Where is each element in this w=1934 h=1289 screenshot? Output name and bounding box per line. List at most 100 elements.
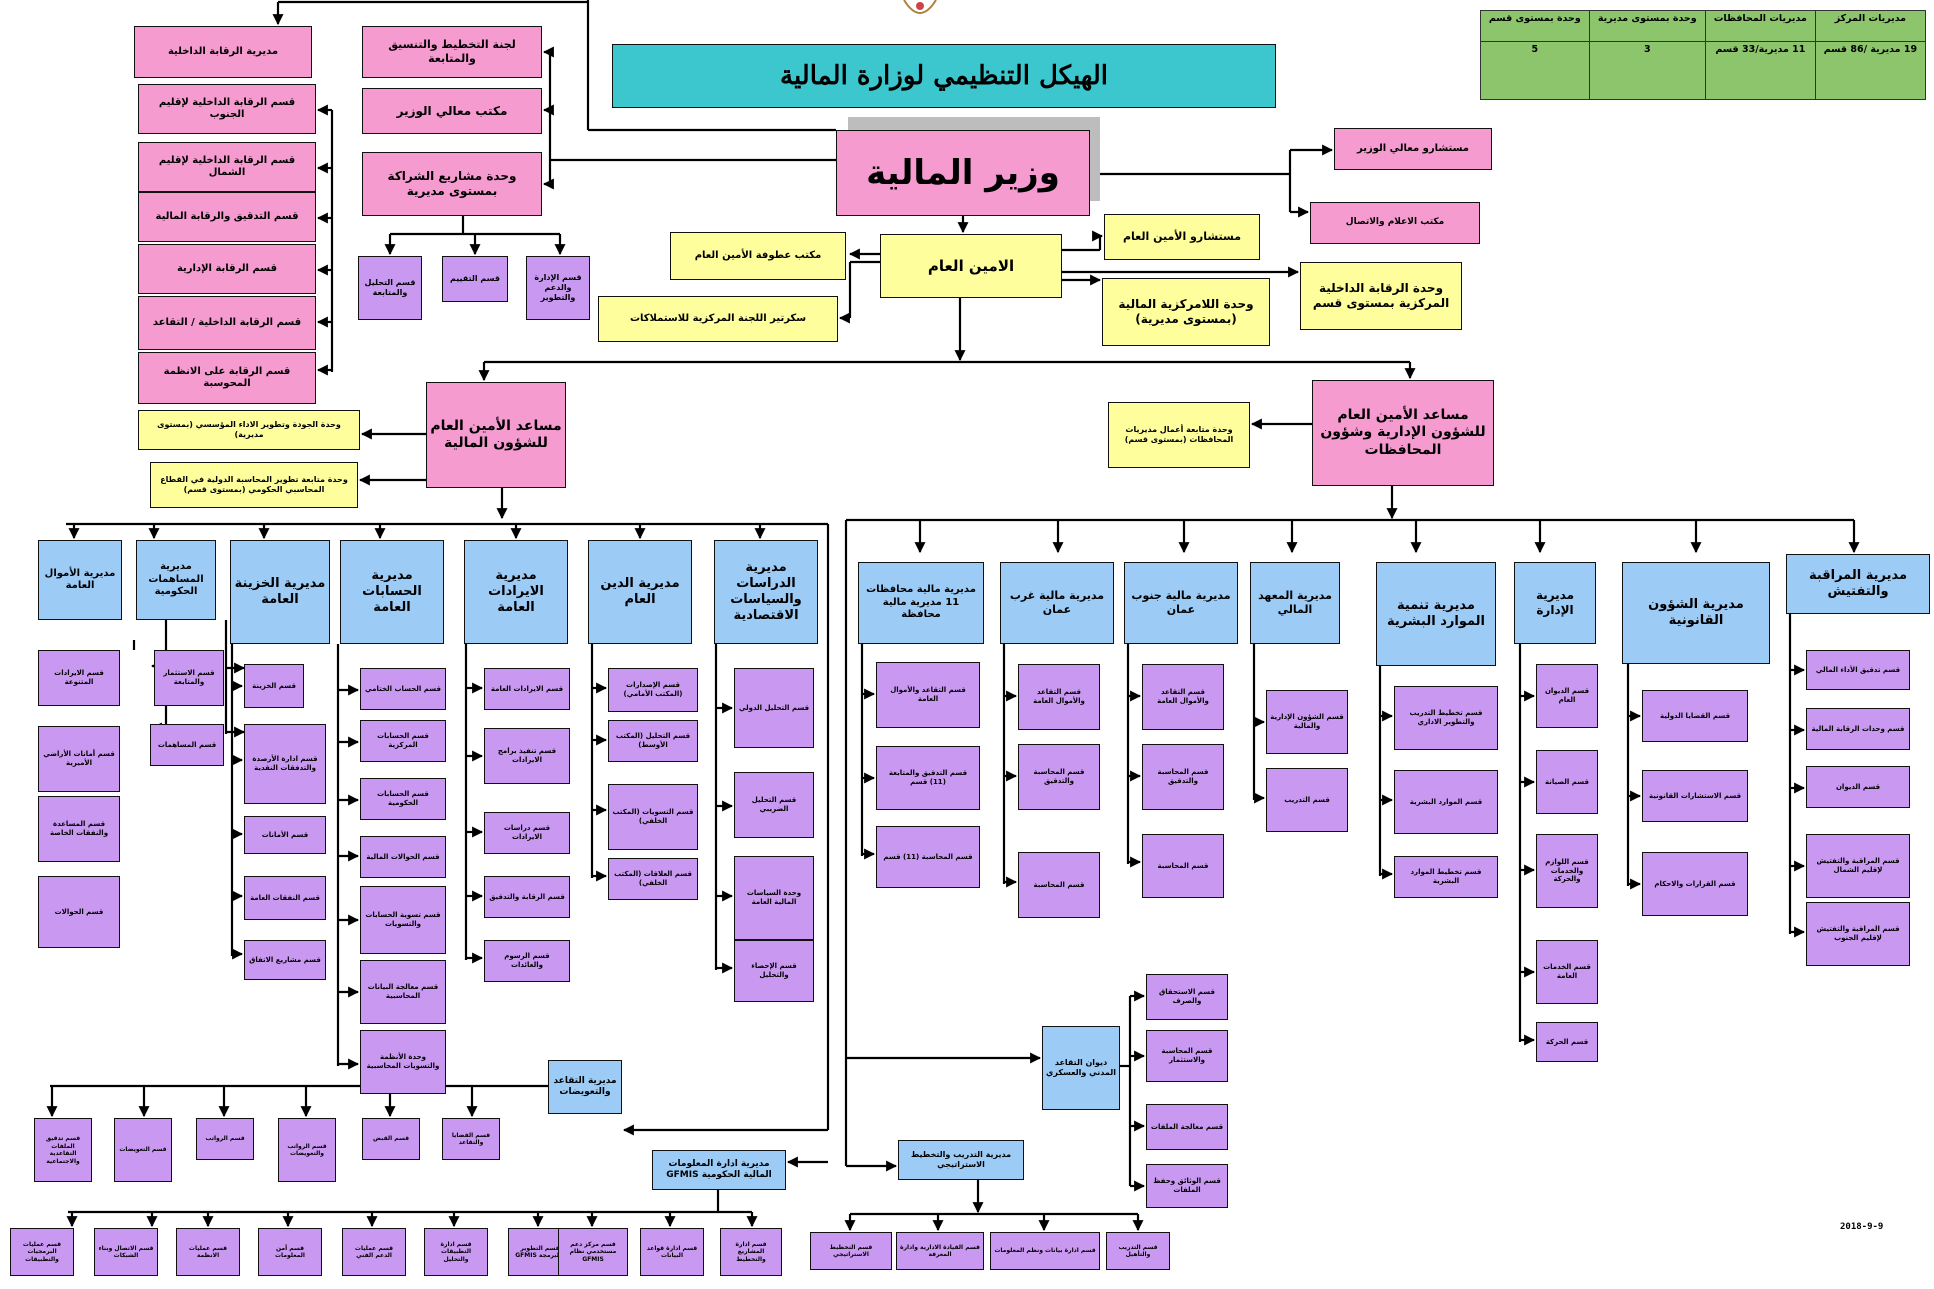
summary-header-4: وحدة بمستوى قسم [1480,10,1590,42]
org-unit-c-is-5: قسم المراقبة والتفتيش لإقليم الجنوب [1806,902,1910,966]
org-unit-c-pn-2: قسم المحاسبة والاستثمار [1146,1030,1228,1082]
summary-value-1: 19 مديرية /86 قسم [1814,41,1927,100]
org-unit-c-gf-1: قسم التقاعد والأموال العامة [876,662,980,728]
org-unit-c-sa-3: قسم المحاسبة [1142,834,1224,898]
org-unit-c-lg-2: قسم الاستشارات القانونية [1642,770,1748,822]
org-unit-c-rev-4: قسم الرقابة والتدقيق [484,876,570,918]
org-unit-c-debt-1: قسم الإصدارات (المكتب الأمامي) [608,668,698,712]
summary-header-1: مديريات المركز [1814,10,1927,42]
org-unit-c-rt-1: قسم تدقيق الملفات التقاعدية والاجتماعية [34,1118,92,1182]
org-unit-dir-legal: مديرية الشؤون القانونية [1622,562,1770,664]
org-unit-c-gm-4: قسم أمن المعلومات [258,1228,322,1276]
org-unit-asg-fin: مساعد الأمين العام للشؤون المالية [426,382,566,488]
org-unit-c-rev-5: قسم الرسوم والعائدات [484,940,570,982]
org-unit-c-rev-1: قسم الايرادات العامة [484,668,570,710]
org-unit-ppp-c1: قسم التحليل والمتابعة [358,256,422,320]
org-unit-ia-fin: قسم التدقيق والرقابة المالية [138,192,316,242]
org-unit-c-acc-6: قسم معالجة البيانات المحاسبية [360,960,446,1024]
org-unit-dir-studies: مديرية الدراسات والسياسات الاقتصادية [714,540,818,644]
org-unit-dir-institute: مديرية المعهد المالي [1250,562,1340,644]
org-unit-c-gm-5: قسم عمليات الدعم الفني [342,1228,406,1276]
org-unit-c-rev-3: قسم دراسات الايرادات [484,812,570,854]
org-unit-c-rt-2: قسم التعويضات [114,1118,172,1182]
org-unit-c-ad-1: قسم الديوان العام [1536,664,1598,728]
org-unit-dir-south-amman: مديرية مالية جنوب عمان [1124,562,1238,644]
org-unit-advisors: مستشارو معالي الوزير [1334,128,1492,170]
org-unit-c-tr-2: قسم ادارة الأرصدة والتدفقات النقدية [244,724,326,804]
summary-table: مديريات المركز مديريات المحافظات وحدة بم… [1480,10,1927,100]
org-unit-c-rt-4: قسم الرواتب والتعويضات [278,1118,336,1182]
org-unit-c-ad-2: قسم الصيانة [1536,750,1598,814]
org-unit-asg-adm: مساعد الأمين العام للشؤون الإدارية وشؤون… [1312,380,1494,486]
org-unit-c-lg-1: قسم القضايا الدولية [1642,690,1748,742]
summary-table-header-row: مديريات المركز مديريات المحافظات وحدة بم… [1480,10,1927,42]
org-unit-quality-unit: وحدة الجودة وتطوير الاداء المؤسسي (بمستو… [138,410,360,450]
chart-title: الهيكل التنظيمي لوزارة المالية [612,44,1276,108]
org-unit-ia-admin: قسم الرقابة الإدارية [138,244,316,294]
org-unit-sg-office: مكتب عطوفة الأمين العام [670,232,846,280]
org-unit-c-acc-4: قسم الحوالات المالية [360,836,446,878]
org-unit-c-tr-5: قسم مشاريع الاتفاق [244,940,326,980]
org-unit-dir-admin: مديرية الإدارة [1514,562,1596,644]
org-unit-c-rev-2: قسم تنفيذ برامج الايرادات [484,728,570,784]
org-unit-c-gm-9: قسم ادارة قواعد البيانات [640,1228,704,1276]
org-unit-dir-pension: ديوان التقاعد المدني والعسكري [1042,1026,1120,1110]
org-unit-dir-gov-fin: مديرية مالية محافظات 11 مديرية مالية محا… [858,562,984,644]
summary-value-4: 5 [1480,41,1590,100]
org-unit-invest-sec: سكرتير اللجنة المركزية للاستملاكات [598,296,838,342]
org-unit-ppp-unit: وحدة مشاريع الشراكة بمستوى مديرية [362,152,542,216]
org-unit-c-st-2: قسم التحليل الضريبي [734,772,814,838]
org-unit-internal-audit: مديرية الرقابة الداخلية [134,26,312,78]
org-unit-c-in-1: قسم الشؤون الإدارية والمالية [1266,690,1348,754]
org-unit-sg-advisors: مستشارو الأمين العام [1104,214,1260,260]
org-unit-c-tr-3: قسم الأمانات [244,816,326,854]
org-unit-c-is-4: قسم المراقبة والتفتيش لإقليم الشمال [1806,834,1910,898]
org-unit-minister: وزير المالية [836,130,1090,216]
org-unit-dir-training: مديرية التدريب والتخطيط الاستراتيجي [898,1140,1024,1180]
org-unit-c-pn-4: قسم الوثائق وحفظ الملفات [1146,1164,1228,1208]
org-unit-c-ad-4: قسم الخدمات العامة [1536,940,1598,1004]
chart-date: 2018-9-9 [1840,1222,1884,1232]
org-unit-c-assets-1: قسم الايرادات المتنوعة [38,650,120,706]
org-unit-c-acc-7: وحدة الأنظمة والتسويات المحاسبية [360,1030,446,1094]
org-unit-c-lg-3: قسم القرارات والاحكام [1642,852,1748,916]
org-unit-reform-unit: وحدة متابعة تطوير المحاسبة الدولية في ال… [150,462,358,508]
org-unit-c-gm-10: قسم ادارة المشاريع والتخطيط [720,1228,782,1276]
org-unit-c-pn-1: قسم الاستحقاق والصرف [1146,974,1228,1020]
org-unit-dir-treasury: مديرية الخزينة العامة [230,540,330,644]
org-unit-c-rt-5: قسم القبض [362,1118,420,1160]
summary-value-2: 11 مديرية/33 قسم [1704,41,1816,100]
org-unit-c-acc-3: قسم الحسابات الحكومية [360,778,446,820]
org-unit-c-wa-1: قسم التقاعد والأموال العامة [1018,664,1100,730]
org-unit-dir-inspect: مديرية المراقبة والتفتيش [1786,554,1930,614]
org-unit-c-is-1: قسم تدقيق الأداء المالي [1806,650,1910,690]
org-unit-c-gov-1: قسم الاستثمار والمتابعة [154,650,224,706]
org-unit-c-ad-5: قسم الحركة [1536,1022,1598,1062]
summary-value-3: 3 [1588,41,1706,100]
org-unit-dir-assets: مديرية الأموال العامة [38,540,122,620]
org-unit-c-tr-4: قسم النفقات العامة [244,876,326,920]
org-unit-c-acc-2: قسم الحسابات المركزية [360,720,446,762]
org-unit-c-in-2: قسم التدريب [1266,768,1348,832]
org-unit-media: مكتب الاعلام والاتصال [1310,202,1480,244]
org-unit-c-tc-4: قسم التدريب والتأهيل [1106,1232,1170,1270]
org-unit-ppp-c3: قسم الإدارة والدعم والتطوير [526,256,590,320]
org-unit-ia-quality: قسم الرقابة الداخلية / التقاعد [138,296,316,350]
org-unit-ia-south: قسم الرقابة الداخلية لإقليم الجنوب [138,84,316,134]
org-unit-c-is-3: قسم الديوان [1806,766,1910,808]
org-unit-ia-systems: قسم الرقابة على الانظمة المحوسبة [138,352,316,404]
org-unit-c-debt-3: قسم التسويات (المكتب الخلفي) [608,784,698,850]
org-unit-central-audit: وحدة الرقابة الداخلية المركزية بمستوى قس… [1300,262,1462,330]
org-unit-c-gov-2: قسم المساهمات [150,724,224,766]
org-unit-dir-hr: مديرية تنمية الموارد البشرية [1376,562,1496,666]
org-unit-dir-revenue: مديرية الايرادات العامة [464,540,568,644]
org-unit-dir-west-amman: مديرية مالية غرب عمان [1000,562,1114,644]
org-unit-c-sa-1: قسم التقاعد والأموال العامة [1142,664,1224,730]
org-unit-dir-retire: مديرية التقاعد والتعويضات [548,1060,622,1114]
org-unit-c-gm-8: قسم مركز دعم مستخدمي نظام GFMIS [558,1228,628,1276]
org-unit-c-acc-1: قسم الحساب الختامي [360,668,446,710]
org-unit-c-tc-1: قسم التخطيط الاستراتيجي [810,1232,892,1270]
org-unit-c-assets-2: قسم أمانات الأراضي الأميرية [38,726,120,792]
